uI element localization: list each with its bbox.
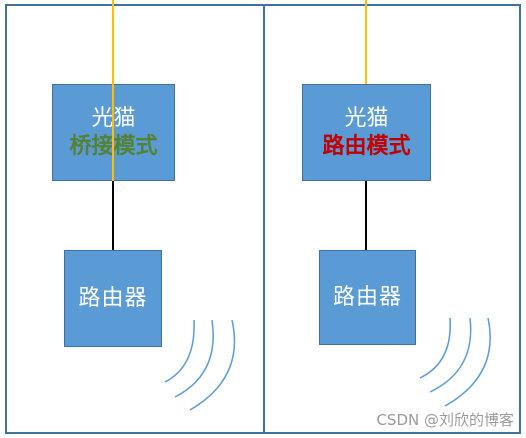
left-wifi-waves-icon bbox=[164, 319, 236, 411]
right-modem-mode: 路由模式 bbox=[322, 133, 411, 159]
right-modem-label: 光猫 bbox=[344, 105, 389, 131]
left-router-box: 路由器 bbox=[64, 250, 162, 347]
left-router-label: 路由器 bbox=[78, 285, 148, 311]
right-modem-box: 光猫 路由模式 bbox=[302, 84, 431, 181]
watermark: CSDN @刘欣的博客 bbox=[376, 411, 514, 429]
right-router-label: 路由器 bbox=[332, 284, 402, 310]
right-panel-frame bbox=[263, 4, 521, 434]
right-router-box: 路由器 bbox=[319, 250, 416, 345]
right-wifi-waves-icon bbox=[419, 317, 491, 407]
